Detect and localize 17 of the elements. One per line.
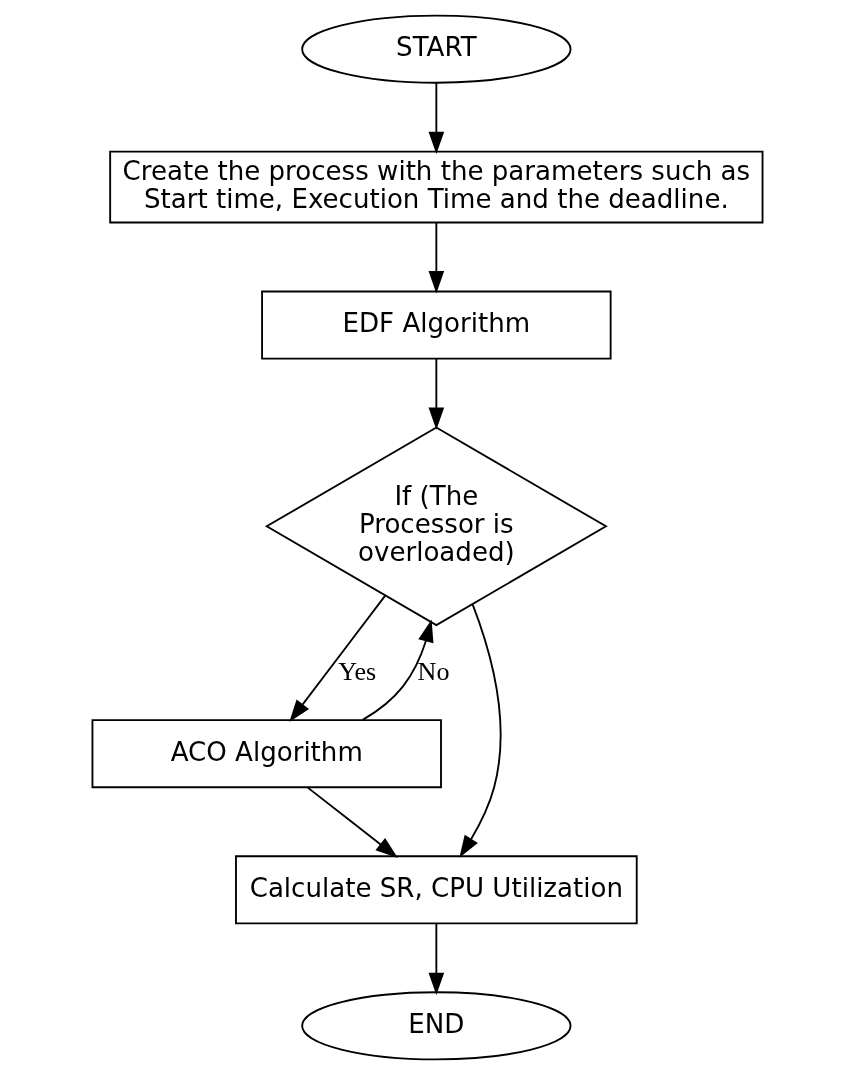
node-box: Create the process with the parameters such as Start time, Execution Time and the deadline. xyxy=(108,150,763,224)
arrow xyxy=(306,786,398,858)
node-diamond: If (The Processor is overloaded) xyxy=(264,426,608,627)
arrow xyxy=(428,81,444,155)
arrow xyxy=(428,221,444,294)
node-ellipse: START xyxy=(300,14,571,84)
arrow xyxy=(361,619,433,721)
node-ellipse: END xyxy=(300,991,571,1061)
node-box: EDF Algorithm xyxy=(260,290,612,360)
arrow xyxy=(458,603,501,858)
node-box: Calculate SR, CPU Utilization xyxy=(234,855,638,925)
arrow xyxy=(428,357,444,430)
node-box: ACO Algorithm xyxy=(91,719,442,789)
arrow xyxy=(288,594,386,723)
arrow xyxy=(428,922,444,996)
edge-label: No xyxy=(417,656,449,686)
edge-label: Yes xyxy=(337,656,376,686)
